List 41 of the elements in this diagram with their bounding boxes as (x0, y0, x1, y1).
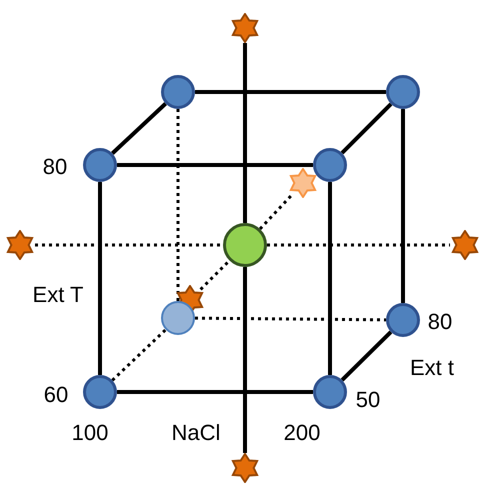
dotted-line (194, 316, 386, 322)
design-point (386, 75, 420, 109)
star-point (230, 13, 260, 43)
line (111, 102, 167, 155)
star-point (230, 453, 260, 483)
line (401, 109, 405, 303)
line (340, 102, 392, 154)
line (328, 182, 332, 375)
dotted-line (176, 109, 180, 301)
line (195, 90, 386, 94)
dotted-line (200, 260, 230, 290)
axis-value: 50 (356, 387, 380, 413)
design-point (313, 148, 347, 182)
design-point (386, 303, 420, 337)
line (243, 43, 247, 223)
dotted-line (35, 244, 223, 246)
dotted-line (258, 192, 294, 230)
center-point (223, 223, 267, 267)
design-point (161, 75, 195, 109)
line (117, 163, 313, 167)
line (340, 330, 392, 382)
line (117, 390, 313, 394)
design-point (161, 301, 195, 335)
axis-value: 80 (42, 154, 68, 180)
dotted-line (111, 328, 167, 382)
axis-label: Ext T (32, 282, 84, 308)
design-point (83, 375, 117, 409)
line (243, 267, 247, 453)
axis-value: 60 (44, 382, 68, 408)
axis-value: 200 (284, 420, 320, 446)
dotted-line (267, 244, 450, 246)
axis-value: 100 (72, 420, 108, 446)
line (98, 182, 102, 375)
star-point (450, 230, 480, 260)
axis-label: Ext t (410, 355, 454, 381)
axis-value: 80 (428, 309, 452, 335)
axis-label: NaCl (172, 420, 220, 446)
star-point (288, 168, 318, 198)
star-point (5, 230, 35, 260)
design-point (83, 148, 117, 182)
design-point (313, 375, 347, 409)
